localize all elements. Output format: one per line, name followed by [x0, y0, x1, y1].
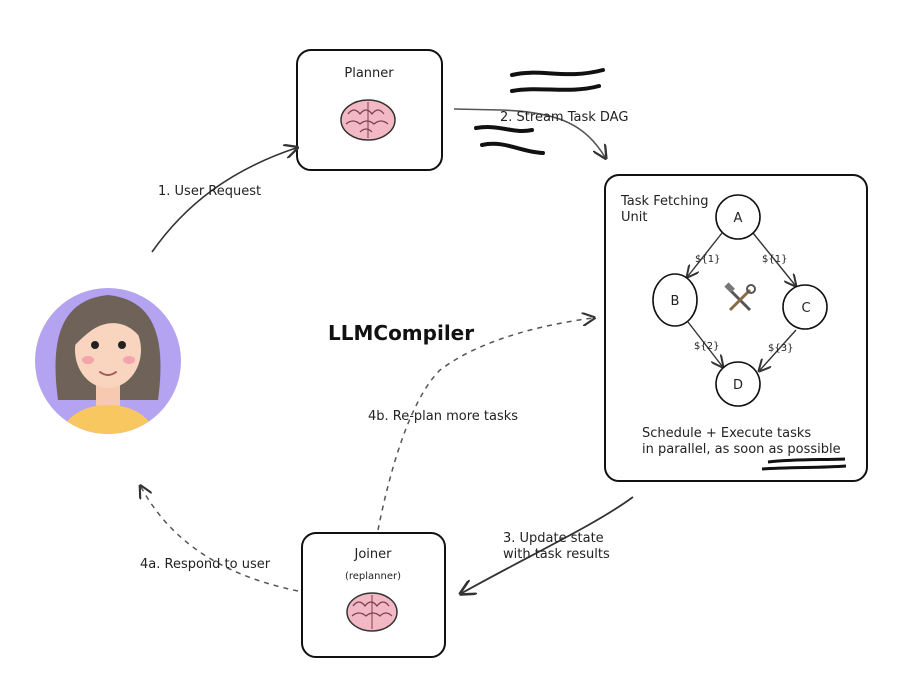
arrow-respond-user-label: 4a. Respond to user — [140, 557, 271, 572]
stream-scribbles — [474, 68, 605, 155]
arrow-stream-dag — [453, 108, 605, 157]
arrow-user-request-label: 1. User Request — [158, 184, 261, 199]
dag-node-a[interactable]: A — [715, 194, 761, 240]
arrow-user-request — [151, 148, 296, 253]
edge-label-c-d: ${3} — [768, 343, 793, 354]
arrow-update-state-label-line1: 3. Update state — [503, 531, 604, 546]
joiner-box[interactable]: Joiner (replanner) — [301, 532, 446, 658]
brain-icon — [340, 99, 396, 141]
arrow-replan — [377, 318, 593, 531]
task-fetching-unit-box[interactable]: Task Fetching Unit ${1} ${1} ${2} ${3} A… — [604, 174, 868, 482]
edge-c-d — [760, 329, 797, 370]
user-avatar — [35, 288, 181, 434]
underline-scribble — [767, 457, 846, 464]
underline-scribble — [761, 464, 847, 471]
edge-label-a-b: ${1} — [695, 254, 720, 265]
arrow-update-state-label-line2: with task results — [503, 547, 610, 562]
task-unit-label-line2: Unit — [621, 210, 647, 225]
task-unit-label-line1: Task Fetching — [620, 194, 709, 209]
dag-node-a-label: A — [734, 211, 743, 226]
planner-label: Planner — [344, 66, 394, 81]
tools-icon — [724, 282, 756, 312]
dag-node-b[interactable]: B — [652, 273, 698, 327]
arrow-update-state — [462, 496, 634, 593]
edge-label-b-d: ${2} — [694, 341, 719, 352]
dag-node-d-label: D — [733, 378, 743, 393]
arrow-stream-dag-label: 2. Stream Task DAG — [500, 110, 628, 125]
joiner-sublabel: (replanner) — [345, 571, 401, 582]
brain-icon — [346, 592, 398, 632]
task-unit-caption-line2: in parallel, as soon as possible — [642, 442, 841, 457]
arrow-respond-user — [141, 487, 299, 592]
dag-node-d[interactable]: D — [715, 361, 761, 407]
dag-node-c[interactable]: C — [782, 284, 828, 330]
task-unit-caption-line1: Schedule + Execute tasks — [642, 426, 811, 441]
planner-box[interactable]: Planner — [296, 49, 443, 171]
edge-a-b — [688, 232, 723, 276]
arrow-replan-label: 4b. Re-plan more tasks — [368, 409, 518, 424]
edge-label-a-c: ${1} — [762, 254, 787, 265]
diagram-title: LLMCompiler — [328, 321, 474, 345]
edge-b-d — [687, 321, 722, 366]
edge-a-c — [752, 232, 795, 285]
dag-node-c-label: C — [801, 301, 810, 316]
dag-node-b-label: B — [671, 294, 680, 309]
joiner-label: Joiner — [354, 547, 393, 562]
